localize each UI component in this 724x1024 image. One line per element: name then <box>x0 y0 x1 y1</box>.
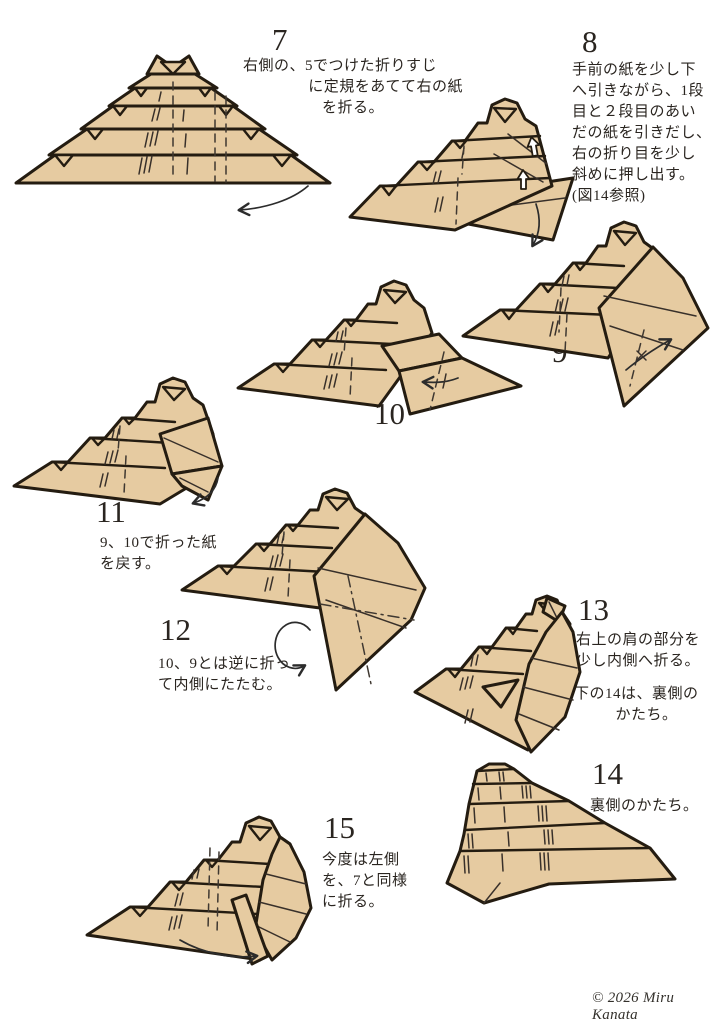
mountain-fold-line <box>347 575 372 685</box>
step-13-figure <box>413 594 582 754</box>
crease-ticks <box>138 91 189 175</box>
push-out-arrow-icon <box>516 169 531 190</box>
step-11-line-1: 9、10で折った紙 <box>100 535 218 551</box>
ruler-crease-lines <box>214 91 227 183</box>
corner-flap <box>481 678 520 709</box>
step-8-line-1: 手前の紙を少し下 <box>572 62 697 78</box>
step-13-line-2: 少し内側へ折る。 <box>576 653 701 669</box>
push-out-arrow-icon <box>526 136 541 158</box>
roll-fold-arrow-icon <box>274 621 311 677</box>
fold-plane-lines <box>493 133 548 183</box>
step-15-number: 15 <box>324 810 355 845</box>
step-14-instructions: 裏側のかたち。 <box>590 796 720 817</box>
step-14-line-1: 裏側のかたち。 <box>590 798 699 814</box>
fold-arrow-icon <box>625 338 673 371</box>
step-7-line-3: を折る。 <box>321 100 384 116</box>
cross-mark <box>636 350 647 361</box>
step-12-line-2: て内側にたたむ。 <box>158 677 283 693</box>
inner-folded-band <box>253 835 313 962</box>
step-11-line-2: を戻す。 <box>100 556 161 572</box>
step-7-figure <box>14 54 332 217</box>
step-8-line-7: (図14参照) <box>572 188 646 204</box>
step-7-line-1: 右側の、5でつけた折りすじ <box>243 58 438 74</box>
pull-down-arrow-icon <box>531 203 544 248</box>
step-12-line-1: 10、9とは逆に折っ <box>158 656 291 672</box>
step-10-figure <box>236 279 523 416</box>
inner-folded-band <box>514 610 582 754</box>
center-crease-lines <box>207 847 220 935</box>
step-8-line-3: 目と２段目のあい <box>572 104 697 120</box>
step-15-line-2: を、7と同様 <box>322 873 408 889</box>
step-8-line-2: へ引きながら、1段 <box>572 83 705 99</box>
valley-fold-line <box>429 351 445 411</box>
step-8-instructions: 手前の紙を少し下 へ引きながら、1段 目と２段目のあい だの紙を引きだし、 右の… <box>572 60 722 207</box>
crease-ticks <box>463 771 554 874</box>
step-12-figure <box>180 487 427 692</box>
small-flap <box>170 464 224 502</box>
step-13-note-line-2: かたち。 <box>615 707 678 723</box>
step-8-figure <box>348 97 575 248</box>
step-8-line-6: 斜めに押し出す。 <box>572 167 695 183</box>
step-7-instructions: 右側の、5でつけた折りすじ に定規をあてて右の紙 を折る。 <box>243 56 463 119</box>
step-8-line-5: 右の折り目を少し <box>572 146 697 162</box>
step-12-number: 12 <box>160 612 191 647</box>
valley-fold-line <box>629 329 645 387</box>
copyright-notice: © 2026 Miru Kanata <box>592 990 675 1023</box>
step-13-number: 13 <box>578 592 609 627</box>
stepped-body <box>236 279 434 408</box>
step-8-number: 8 <box>582 24 598 59</box>
fold-direction-arrow-icon <box>179 939 259 965</box>
step-15-line-1: 今度は左側 <box>322 852 400 868</box>
back-view-body <box>445 762 677 905</box>
unfold-arrow-icon <box>191 477 219 507</box>
step-7-number: 7 <box>272 22 288 57</box>
step-13-note-line-1: 下の14は、裏側の <box>574 686 699 702</box>
sliver-flap <box>230 893 270 966</box>
step-9-figure <box>461 220 710 408</box>
step-15-line-3: に折る。 <box>322 894 385 910</box>
step-13-instructions: 右上の肩の部分を 少し内側へ折る。 <box>576 630 721 672</box>
step-14-number: 14 <box>592 756 623 791</box>
fold-direction-arrow-icon <box>237 185 309 217</box>
mountain-fold-line <box>319 603 415 621</box>
step-13-line-1: 右上の肩の部分を <box>576 632 701 648</box>
step-14-figure <box>445 762 677 905</box>
step-11-number: 11 <box>96 494 126 529</box>
right-point-flap <box>397 356 523 416</box>
step-13-note: 下の14は、裏側の かたち。 <box>574 684 719 726</box>
step-8-line-4: だの紙を引きだし、 <box>572 125 712 141</box>
bottom-flap-line <box>483 882 501 904</box>
step-15-instructions: 今度は左側 を、7と同様 に折る。 <box>322 850 432 913</box>
step-15-figure <box>85 815 313 966</box>
step-12-instructions: 10、9とは逆に折っ て内側にたたむ。 <box>158 654 298 696</box>
folded-right-flap <box>597 245 710 408</box>
fold-left-arrow-icon <box>421 375 459 390</box>
step-11-figure <box>12 376 224 507</box>
stepped-body <box>348 97 554 232</box>
step-7-line-2: に定規をあてて右の紙 <box>308 79 463 95</box>
stepped-pyramid-front <box>14 54 332 185</box>
step-11-instructions: 9、10で折った紙 を戻す。 <box>100 533 235 575</box>
